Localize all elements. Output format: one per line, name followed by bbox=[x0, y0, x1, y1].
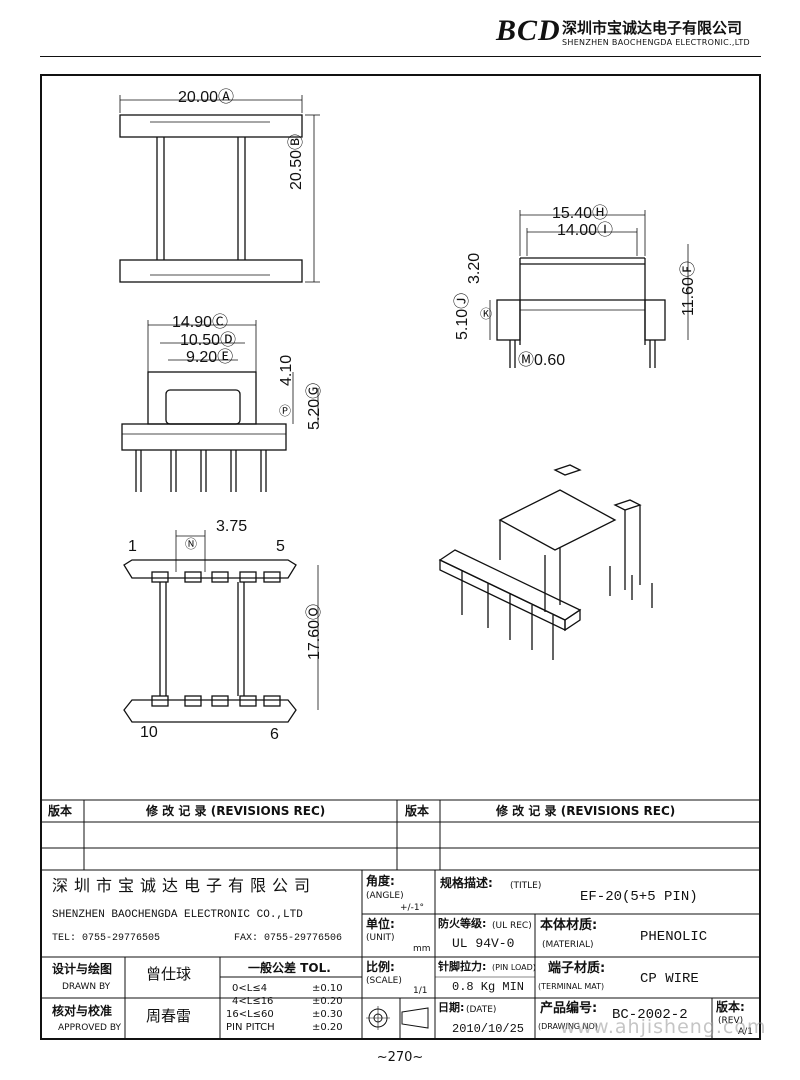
watermark: www.ahjisheng.com bbox=[560, 1016, 767, 1038]
tb-scale-value: 1/1 bbox=[413, 986, 428, 996]
tb-tol-value-2: ±0.30 bbox=[312, 1009, 343, 1020]
tb-unit-value: mm bbox=[413, 944, 431, 954]
tb-drawing-no-label-en: (DRAWING NO) bbox=[538, 1022, 598, 1031]
isometric-view bbox=[438, 464, 653, 660]
tb-date-label-en: (DATE) bbox=[466, 1005, 497, 1015]
dim-side-left: 5.10Ⓙ bbox=[454, 292, 471, 340]
tb-pinload-label: 针脚拉力: bbox=[438, 960, 487, 973]
rev-col-ver-2: 版本 bbox=[405, 804, 430, 818]
tb-designer-label: 设计与绘图 bbox=[52, 962, 113, 976]
pin-label-10: 10 bbox=[140, 724, 158, 741]
tb-designer-value: 曾仕球 bbox=[146, 967, 192, 983]
dim-pin-dia: Ⓜ0.60 bbox=[518, 352, 566, 369]
tb-title-label: 规格描述: bbox=[440, 876, 493, 890]
dim-side-k: Ⓚ bbox=[480, 307, 493, 321]
tb-drawing-no-value: BC-2002-2 bbox=[612, 1007, 688, 1023]
tb-tol-label: 一般公差 TOL. bbox=[248, 961, 331, 975]
page-number: ~270~ bbox=[376, 1050, 424, 1065]
pin-label-6: 6 bbox=[270, 726, 279, 743]
tb-title-label-en: (TITLE) bbox=[510, 881, 542, 891]
pin-label-1: 1 bbox=[128, 538, 137, 555]
dim-side-height: 11.60Ⓕ bbox=[680, 261, 697, 316]
tb-terminal-label-en: (TERMINAL MAT) bbox=[538, 982, 605, 991]
front-view bbox=[121, 320, 319, 492]
tb-rev-label-en: (REV) bbox=[718, 1016, 744, 1026]
header-company-en: SHENZHEN BAOCHENGDA ELECTRONIC.,LTD bbox=[562, 38, 751, 47]
tb-pinload-value: 0.8 Kg MIN bbox=[452, 980, 525, 994]
pin-label-5: 5 bbox=[276, 538, 285, 555]
tb-scale-label-en: (SCALE) bbox=[366, 976, 402, 986]
dim-front-h1: 4.10 bbox=[278, 354, 295, 386]
tb-scale-label: 比例: bbox=[366, 960, 395, 974]
bottom-view bbox=[123, 530, 319, 723]
tb-tol-range-2: 16<L≤60 bbox=[226, 1009, 274, 1020]
title-block-lines bbox=[40, 870, 761, 1040]
tb-company-en: SHENZHEN BAOCHENGDA ELECTRONIC CO.,LTD bbox=[52, 909, 303, 921]
tb-unit-label-en: (UNIT) bbox=[366, 933, 395, 943]
tb-approver-label: 核对与校准 bbox=[52, 1004, 113, 1018]
tb-material-label: 本体材质: bbox=[540, 918, 598, 933]
dim-side-inner: 14.00Ⓘ bbox=[557, 222, 614, 239]
tb-approver-value: 周春雷 bbox=[146, 1009, 192, 1025]
revision-table-lines bbox=[40, 799, 761, 871]
top-view bbox=[119, 95, 320, 283]
tb-date-value: 2010/10/25 bbox=[452, 1022, 525, 1036]
header-rule bbox=[40, 56, 761, 57]
tb-date-label: 日期: bbox=[438, 1001, 465, 1014]
tb-tol-value-3: ±0.20 bbox=[312, 1022, 343, 1033]
rev-col-rec-1: 修 改 记 录 (REVISIONS REC) bbox=[146, 804, 326, 818]
tb-title-value: EF-20(5+5 PIN) bbox=[580, 889, 698, 905]
tb-unit-label: 单位: bbox=[366, 917, 395, 931]
tb-angle-label-en: (ANGLE) bbox=[366, 891, 404, 901]
dim-side-upper: 3.20 bbox=[466, 252, 483, 284]
rev-col-ver-1: 版本 bbox=[48, 804, 73, 818]
tb-material-value: PHENOLIC bbox=[640, 929, 708, 945]
dim-front-h2: 5.20Ⓖ bbox=[306, 382, 323, 430]
tb-drawing-no-label: 产品编号: bbox=[540, 1001, 598, 1016]
tb-fire-label-en: (UL REC) bbox=[492, 921, 532, 931]
rev-col-rec-2: 修 改 记 录 (REVISIONS REC) bbox=[496, 804, 676, 818]
dim-front-w2: 10.50Ⓓ bbox=[180, 332, 237, 349]
tb-pinload-label-en: (PIN LOAD) bbox=[492, 963, 536, 972]
tb-tol-range-3: PIN PITCH bbox=[226, 1022, 275, 1033]
tb-rev-value: A/1 bbox=[738, 1027, 753, 1037]
dim-top-width: 20.00Ⓐ bbox=[178, 89, 235, 106]
tb-tol-value-1: ±0.20 bbox=[312, 996, 343, 1007]
tb-angle-value: +/-1° bbox=[400, 903, 425, 913]
dim-top-height: 20.50Ⓑ bbox=[288, 133, 305, 190]
tb-tol-value-0: ±0.10 bbox=[312, 983, 343, 994]
tb-tol-range-0: 0<L≤4 bbox=[232, 983, 268, 994]
tb-company-cn: 深 圳 市 宝 诚 达 电 子 有 限 公 司 bbox=[52, 878, 312, 895]
dim-bottom-n: Ⓝ bbox=[185, 537, 198, 551]
tb-terminal-value: CP WIRE bbox=[640, 971, 699, 987]
tb-terminal-label: 端子材质: bbox=[548, 961, 606, 976]
dim-front-p: Ⓟ bbox=[279, 404, 292, 418]
header-company-cn: 深圳市宝诚达电子有限公司 bbox=[562, 19, 743, 37]
tb-material-label-en: (MATERIAL) bbox=[542, 940, 594, 950]
tb-fire-value: UL 94V-0 bbox=[452, 936, 515, 951]
dim-bottom-pitch: 3.75 bbox=[216, 518, 248, 535]
tb-fire-label: 防火等级: bbox=[438, 917, 487, 930]
tb-tol-range-1: 4<L≤16 bbox=[232, 996, 274, 1007]
tb-designer-label-en: DRAWN BY bbox=[62, 982, 111, 992]
logo: BCD bbox=[496, 14, 561, 47]
tb-approver-label-en: APPROVED BY bbox=[58, 1023, 122, 1033]
dim-front-w1: 14.90Ⓒ bbox=[172, 314, 229, 331]
dim-front-w3: 9.20Ⓔ bbox=[186, 349, 234, 366]
tb-fax: FAX: 0755-29776506 bbox=[234, 933, 343, 944]
side-view bbox=[489, 210, 689, 368]
tb-tel: TEL: 0755-29776505 bbox=[52, 933, 161, 944]
dim-side-outer: 15.40Ⓗ bbox=[552, 205, 609, 222]
tb-rev-label: 版本: bbox=[716, 1000, 745, 1014]
dim-bottom-height: 17.60Ⓞ bbox=[306, 603, 323, 660]
tb-angle-label: 角度: bbox=[366, 874, 395, 888]
